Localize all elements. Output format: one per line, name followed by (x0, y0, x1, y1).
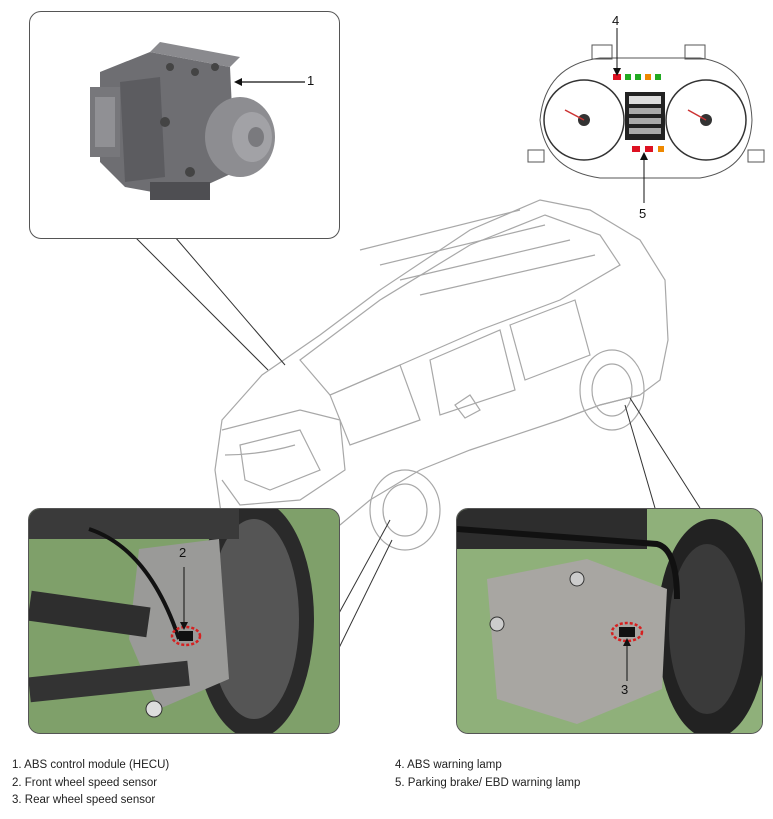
legend-right: 4. ABS warning lamp 5. Parking brake/ EB… (395, 757, 580, 792)
callout-3: 3 (621, 682, 629, 697)
callout-5: 5 (639, 206, 647, 221)
legend-item-front-sensor: 2. Front wheel speed sensor (12, 776, 158, 789)
legend-item-hecu: 1. ABS control module (HECU) (12, 759, 170, 771)
legend-left: 1. ABS control module (HECU) 2. Front wh… (12, 757, 169, 810)
hecu-inset-panel: 1 (29, 11, 340, 239)
rear-wheel-inset-panel: 3 (456, 508, 763, 734)
legend-item-abs-lamp: 4. ABS warning lamp (395, 759, 502, 771)
rear-wheel-photo (457, 509, 762, 733)
callout-1: 1 (307, 73, 315, 88)
hecu-module-image (90, 42, 305, 200)
callout-2: 2 (179, 545, 187, 560)
callout-4: 4 (612, 13, 620, 28)
legend-item-rear-sensor: 3. Rear wheel speed sensor (12, 794, 156, 806)
front-wheel-inset-panel: 2 (28, 508, 340, 734)
front-wheel-photo (29, 509, 339, 733)
legend-item-ebd-lamp: 5. Parking brake/ EBD warning lamp (395, 776, 581, 789)
